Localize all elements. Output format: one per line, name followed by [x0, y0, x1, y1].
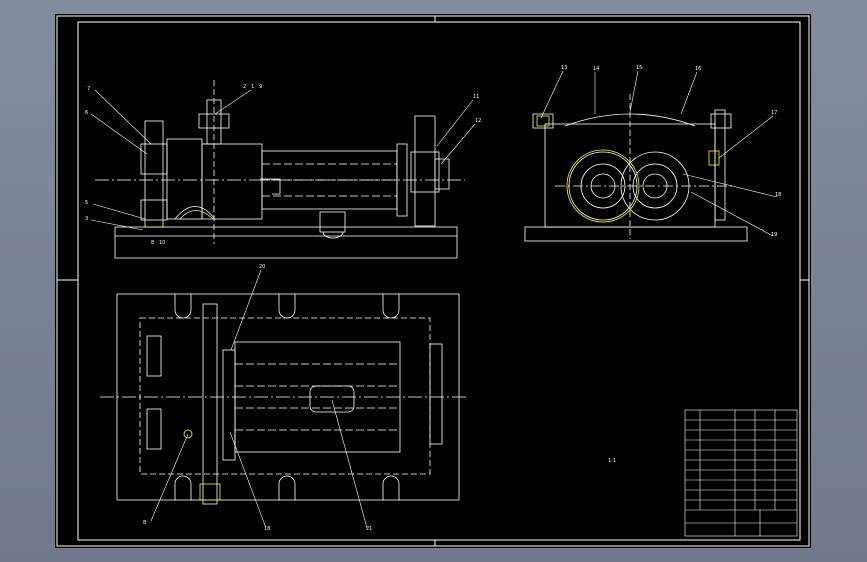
callout-12: 12: [475, 118, 481, 124]
outer-border: [56, 15, 810, 547]
title-block: [684, 409, 798, 537]
drawing-canvas: 7 6 5 3 2 1 9 8 10 11 12 13 14 15 16 17 …: [56, 15, 810, 547]
front-view-highlights: [145, 210, 214, 228]
callout-15: 15: [636, 65, 642, 71]
callout-6: 6: [85, 110, 88, 116]
callout-17: 17: [771, 110, 777, 116]
callout-14: 14: [593, 66, 599, 72]
callout-18: 18: [775, 192, 781, 198]
callout-1: 1: [251, 84, 254, 90]
callout-3: 3: [85, 216, 88, 222]
callout-13: 13: [561, 65, 567, 71]
callout-7: 7: [87, 86, 90, 92]
side-view: [524, 94, 748, 242]
callout-2: 2: [243, 84, 246, 90]
front-view: [95, 80, 465, 259]
callout-5: 5: [85, 200, 88, 206]
callout-9: 9: [259, 84, 262, 90]
callout-11: 11: [473, 94, 479, 100]
plan-view-highlights: [183, 429, 221, 501]
inner-border: [77, 21, 801, 541]
callout-19: 19: [771, 232, 777, 238]
drawing-sheet[interactable]: 7 6 5 3 2 1 9 8 10 11 12 13 14 15 16 17 …: [55, 14, 811, 548]
callout-10: 10: [159, 240, 165, 246]
callout-21: 21: [366, 526, 372, 532]
callout-16: 16: [695, 66, 701, 72]
callout-18-plan: 18: [264, 526, 270, 532]
callout-8-plan: 8: [143, 520, 146, 526]
callout-8: 8: [151, 240, 154, 246]
plan-view: [100, 293, 467, 505]
callout-20: 20: [259, 264, 265, 270]
callout-labels: 7 6 5 3 2 1 9 8 10 11 12 13 14 15 16 17 …: [85, 65, 781, 532]
leader-lines: [90, 70, 778, 529]
scale-note: 1:1: [608, 458, 616, 464]
